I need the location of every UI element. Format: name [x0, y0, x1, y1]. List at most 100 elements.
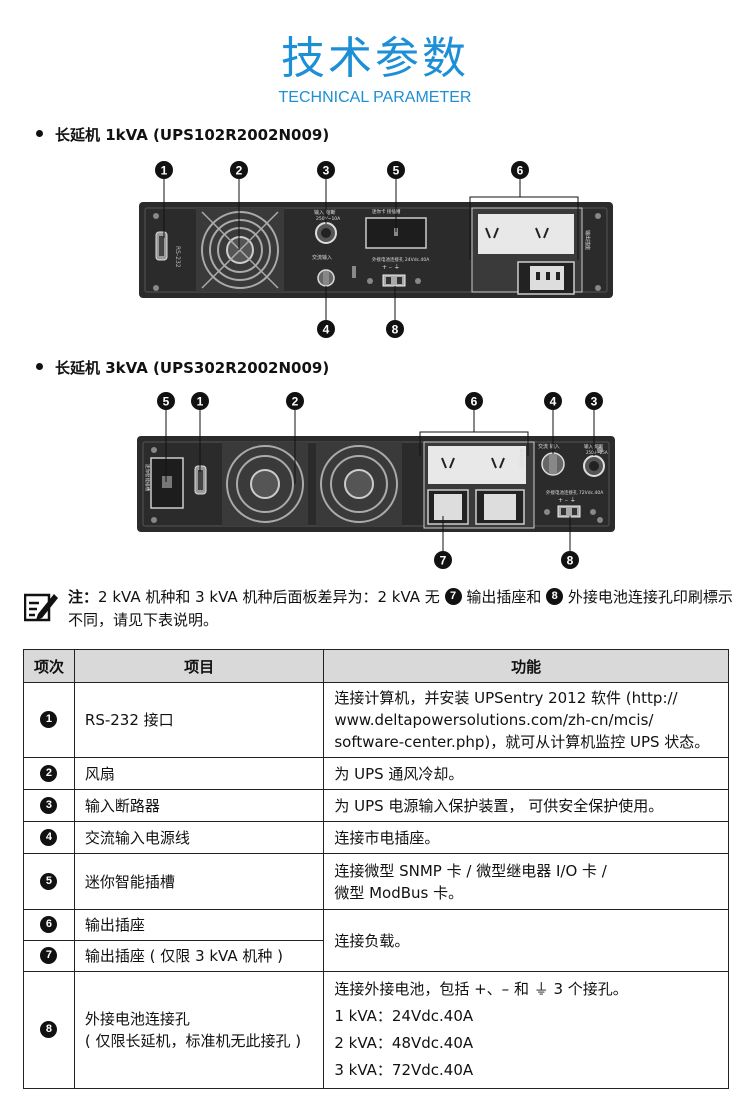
row-number-badge: 3 [40, 796, 58, 814]
output-label: 输出插座 [584, 230, 591, 250]
svg-text:8: 8 [567, 554, 574, 568]
callout-6: 6 [465, 392, 483, 410]
table-row: 2 风扇 为 UPS 通风冷却。 [23, 757, 729, 790]
row-number-badge: 4 [40, 828, 58, 846]
svg-text:+ – ⏚: + – ⏚ [558, 497, 576, 504]
row-function: 连接负载。 [323, 909, 729, 972]
row-number-badge: 8 [40, 1021, 58, 1038]
row-number-badge: 1 [40, 711, 58, 728]
mini-slot: 迷你智能插槽 [144, 457, 184, 509]
callout-4: 4 [544, 392, 562, 410]
svg-text:2: 2 [292, 395, 299, 409]
row-function: 为 UPS 电源输入保护装置， 可供安全保护使用。 [323, 789, 729, 822]
table-row: 3 输入断路器 为 UPS 电源输入保护装置， 可供安全保护使用。 [23, 789, 729, 822]
parameter-table: 项次 项目 功能 1 RS-232 接口 连接计算机，并安装 UPSentry … [23, 649, 729, 1089]
row-function: 连接计算机，并安装 UPSentry 2012 软件 (http:// www.… [323, 682, 729, 758]
table-row: 7 输出插座 ( 仅限 3 kVA 机种 ) [23, 940, 729, 972]
table-row: 6 输出插座 连接负载。 [23, 909, 729, 972]
battery-connector: 外接电池连接孔 24Vdc.40A + – ⏚ [367, 256, 430, 287]
callout-5: 5 [387, 161, 405, 179]
note-pencil-icon [24, 593, 58, 622]
svg-text:7: 7 [440, 554, 447, 568]
row-number-badge: 5 [40, 872, 58, 890]
column-header-function: 功能 [323, 649, 729, 683]
battery-label: 外接电池连接孔 72Vdc.40A [546, 489, 604, 496]
callout-2: 2 [286, 392, 304, 410]
row-number-badge: 2 [40, 764, 58, 782]
breaker-label: 输入 熔断 [314, 209, 336, 216]
battery-connector: 外接电池连接孔 72Vdc.40A + – ⏚ [544, 489, 604, 518]
rear-panel-diagram-3kva: 5 1 2 6 4 3 7 8 迷你智能插槽 [137, 392, 615, 569]
breaker-rating: 250V~10A [316, 216, 341, 222]
row-function: 连接市电插座。 [323, 821, 729, 854]
row-item: 输出插座 ( 仅限 3 kVA 机种 ) [73, 940, 325, 972]
table-row: 1 RS-232 接口 连接计算机，并安装 UPSentry 2012 软件 (… [23, 682, 729, 758]
note-text: 注：2 kVA 机种和 3 kVA 机种后面板差异为：2 kVA 无 7 输出插… [68, 588, 733, 629]
callout-5: 5 [157, 392, 175, 410]
row-item: 风扇 [73, 757, 325, 790]
svg-text:+ – ⏚: + – ⏚ [382, 264, 400, 271]
row-item: 输入断路器 [73, 789, 325, 822]
row-item: RS-232 接口 [73, 682, 325, 758]
table-row: 5 迷你智能插槽 连接微型 SNMP 卡 / 微型继电器 I/O 卡 / 微型 … [23, 853, 729, 910]
callout-2: 2 [230, 161, 248, 179]
row-number-badge: 7 [40, 947, 58, 964]
page-title: 技术参数 [281, 33, 469, 84]
table-row: 8 外接电池连接孔 ( 仅限长延机，标准机无此接孔 ) 连接外接电池，包括 +、… [23, 971, 729, 1089]
row-function: 为 UPS 通风冷却。 [323, 757, 729, 790]
row-function: 连接微型 SNMP 卡 / 微型继电器 I/O 卡 / 微型 ModBus 卡。 [323, 853, 729, 910]
fan-grille-right [316, 442, 402, 526]
section-title-1kva: 长延机 1kVA (UPS102R2002N009) [36, 124, 329, 145]
row-item: 交流输入电源线 [73, 821, 325, 854]
svg-text:5: 5 [393, 164, 400, 178]
svg-text:4: 4 [550, 395, 557, 409]
svg-text:4: 4 [323, 323, 330, 337]
slot-label: 迷你智能插槽 [144, 464, 151, 491]
table-header-row: 项次 项目 功能 [23, 649, 729, 683]
rs232-port [194, 465, 207, 495]
svg-text:6: 6 [517, 164, 524, 178]
bullet-icon [36, 363, 43, 370]
row-function: 连接外接电池，包括 +、– 和 ⏚ 3 个接孔。 1 kVA：24Vdc.40A… [323, 971, 729, 1089]
svg-text:8: 8 [392, 323, 399, 337]
callout-1: 1 [191, 392, 209, 410]
breaker-rating: 250V~25A [586, 450, 608, 455]
output-label: 输出插座 [518, 448, 525, 468]
svg-text:3: 3 [323, 164, 330, 178]
ac-input-label: 交流输入 [312, 254, 332, 261]
ref-badge-7: 7 [444, 588, 462, 605]
svg-text:3: 3 [591, 395, 598, 409]
slot-label: 迷你卡 接插槽 [372, 208, 401, 215]
svg-text:2: 2 [236, 164, 243, 178]
svg-text:1: 1 [197, 395, 204, 409]
callout-3: 3 [317, 161, 335, 179]
svg-text:6: 6 [471, 395, 478, 409]
callout-3: 3 [585, 392, 603, 410]
bullet-icon [36, 130, 43, 137]
row-number-badge: 6 [40, 916, 58, 933]
page-subtitle: TECHNICAL PARAMETER [278, 89, 472, 106]
svg-text:RS-232: RS-232 [174, 246, 181, 268]
table-row: 4 交流输入电源线 连接市电插座。 [23, 821, 729, 854]
callout-4: 4 [317, 320, 335, 338]
ref-badge-8: 8 [546, 588, 564, 605]
svg-text:1: 1 [161, 164, 168, 178]
fan-grille-left [222, 442, 308, 526]
callout-8: 8 [386, 320, 404, 338]
row-item: 输出插座 [73, 909, 325, 941]
rear-panel-diagram-1kva: 1 2 3 5 6 4 8 RS-232 输入 熔断 250V~10A 交流输入 [139, 161, 613, 338]
svg-text:5: 5 [163, 395, 170, 409]
output-sockets: 输出插座 [423, 441, 535, 529]
ac-input-label: 交流 输入 [538, 443, 560, 450]
column-header-index: 项次 [23, 649, 75, 683]
output-sockets: 输出插座 [471, 207, 591, 295]
column-header-item: 项目 [73, 649, 325, 683]
callout-1: 1 [155, 161, 173, 179]
callout-8: 8 [561, 551, 579, 569]
callout-7: 7 [434, 551, 452, 569]
battery-label: 外接电池连接孔 24Vdc.40A [372, 256, 430, 263]
rs232-port: RS-232 [155, 231, 181, 268]
callout-6: 6 [511, 161, 529, 179]
row-item: 外接电池连接孔 ( 仅限长延机，标准机无此接孔 ) [73, 971, 325, 1089]
section-title-3kva: 长延机 3kVA (UPS302R2002N009) [36, 357, 329, 378]
